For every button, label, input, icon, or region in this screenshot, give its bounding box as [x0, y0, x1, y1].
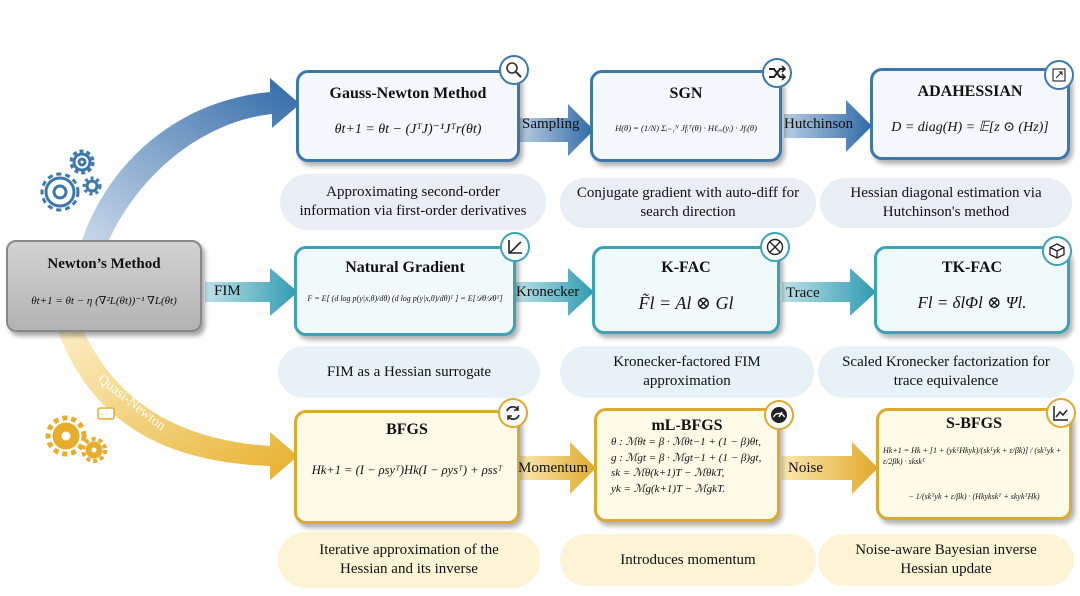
- svg-text:···: ···: [100, 410, 108, 419]
- circle-times-icon: [760, 232, 790, 262]
- kfac-formula: F̃l = Al ⊗ Gl: [638, 293, 734, 313]
- adahessian-box: ADAHESSIAN D = diag(H) = 𝔼[z ⊙ (Hz)]: [870, 68, 1070, 160]
- bfgs-formula: Hk+1 = (I − ρsyᵀ)Hk(I − ρysᵀ) + ρssᵀ: [311, 463, 503, 477]
- bfgs-title: BFGS: [386, 421, 428, 438]
- trend-chart-icon: [1046, 398, 1076, 428]
- kronecker-label: Kronecker: [516, 284, 580, 300]
- gauss-newton-title: Gauss-Newton Method: [329, 85, 487, 102]
- momentum-label: Momentum: [518, 460, 588, 476]
- kfac-desc: Kronecker-factored FIM approximation: [560, 346, 814, 398]
- tkfac-title: TK-FAC: [941, 259, 1003, 276]
- kfac-title: K-FAC: [661, 259, 711, 276]
- adahessian-title: ADAHESSIAN: [917, 83, 1023, 100]
- gauss-newton-formula: θt+1 = θt − (JᵀJ)⁻¹Jᵀr(θt): [334, 122, 482, 137]
- sampling-label: Sampling: [522, 116, 580, 132]
- expand-icon: [1044, 60, 1074, 90]
- gears-blue-icon: [40, 149, 102, 212]
- sgn-desc: Conjugate gradient with auto-diff for se…: [560, 178, 816, 228]
- shuffle-icon: [762, 58, 792, 88]
- adahessian-desc: Hessian diagonal estimation via Hutchins…: [820, 178, 1072, 228]
- gauge-icon: [764, 400, 794, 430]
- sbfgs-desc: Noise-aware Bayesian inverse Hessian upd…: [818, 534, 1074, 586]
- mlbfgs-box: mL-BFGS θ : ℳθt = β · ℳθt−1 + (1 − β)θt,…: [594, 408, 780, 522]
- hutchinson-arrow: [784, 100, 872, 152]
- newton-formula: θt+1 = θt − η (∇²L(θt))⁻¹ ∇L(θt): [31, 295, 177, 307]
- sbfgs-box: S-BFGS Hk+1 = Hk + [1 + (ykᵀHkyk)/(skᵀyk…: [876, 408, 1072, 520]
- tkfac-desc: Scaled Kronecker factorization for trace…: [818, 346, 1074, 398]
- trace-label: Trace: [786, 285, 820, 301]
- trace-arrow: [782, 268, 876, 316]
- sgn-box: SGN H(θ) = (1/N) Σᵢ₌₁ᴺ Jfᵢᵀ(θ) · Hℓₒₒ(yᵢ…: [590, 70, 782, 162]
- hutchinson-label: Hutchinson: [784, 116, 854, 132]
- cube-icon: [1042, 236, 1072, 266]
- mlbfgs-desc: Introduces momentum: [560, 534, 816, 586]
- fim-branch-arrow: [205, 268, 298, 316]
- kfac-box: K-FAC F̃l = Al ⊗ Gl: [592, 246, 780, 334]
- noise-arrow: [782, 442, 878, 494]
- hessian-branch-arrow: [82, 78, 300, 242]
- mlbfgs-line-2: g : ℳgt = β · ℳgt−1 + (1 − β)gt,: [611, 451, 762, 464]
- newton-method-box: Newton’s Method θt+1 = θt − η (∇²L(θt))⁻…: [6, 240, 202, 332]
- noise-label: Noise: [788, 460, 823, 476]
- natural-gradient-formula: F = E[ (d log p(y|x,θ)/dθ) (d log p(y|x,…: [307, 294, 503, 303]
- sbfgs-line-1: Hk+1 = Hk + [1 + (ykᵀHkyk)/(skᵀyk + ε/βk…: [883, 446, 1062, 466]
- gears-yellow-icon: ···: [45, 407, 115, 463]
- sampling-arrow: [520, 104, 594, 156]
- quasi-branch-arrow: [58, 332, 298, 480]
- curve-chart-icon: [500, 232, 530, 262]
- natural-gradient-desc: FIM as a Hessian surrogate: [278, 346, 540, 398]
- natural-gradient-box: Natural Gradient F = E[ (d log p(y|x,θ)/…: [294, 246, 516, 336]
- mlbfgs-title: mL-BFGS: [651, 417, 723, 434]
- bfgs-box: BFGS Hk+1 = (I − ρsyᵀ)Hk(I − ρysᵀ) + ρss…: [294, 410, 520, 524]
- bfgs-desc: Iterative approximation of the Hessian a…: [278, 532, 540, 588]
- gauss-newton-box: Gauss-Newton Method θt+1 = θt − (JᵀJ)⁻¹J…: [296, 70, 520, 162]
- mlbfgs-line-3: sk = ℳθ(k+1)T − ℳθkT,: [611, 467, 725, 479]
- sbfgs-title: S-BFGS: [945, 415, 1002, 432]
- fim-branch-label: FIM: [214, 283, 241, 299]
- magnifier-icon: [499, 55, 529, 85]
- natural-gradient-title: Natural Gradient: [345, 259, 465, 276]
- gauss-newton-desc: Approximating second-order information v…: [280, 174, 546, 230]
- sgn-title: SGN: [669, 85, 703, 102]
- kronecker-arrow: [514, 268, 594, 316]
- tkfac-box: TK-FAC Fl = δlΦl ⊗ Ψl.: [874, 246, 1070, 334]
- mlbfgs-line-1: θ : ℳθt = β · ℳθt−1 + (1 − β)θt,: [611, 436, 761, 448]
- momentum-arrow: [520, 442, 596, 494]
- mlbfgs-line-4: yk = ℳg(k+1)T − ℳgkT.: [611, 482, 726, 495]
- newton-title: Newton’s Method: [47, 256, 161, 272]
- tkfac-formula: Fl = δlΦl ⊗ Ψl.: [917, 293, 1027, 312]
- refresh-icon: [498, 398, 528, 428]
- sbfgs-line-2: − 1/(skᵀyk + ε/βk) · (Hkykskᵀ + skykᵀHk): [908, 492, 1040, 501]
- sgn-formula: H(θ) = (1/N) Σᵢ₌₁ᴺ Jfᵢᵀ(θ) · Hℓₒₒ(yᵢ) · …: [615, 123, 757, 133]
- adahessian-formula: D = diag(H) = 𝔼[z ⊙ (Hz)]: [891, 120, 1049, 135]
